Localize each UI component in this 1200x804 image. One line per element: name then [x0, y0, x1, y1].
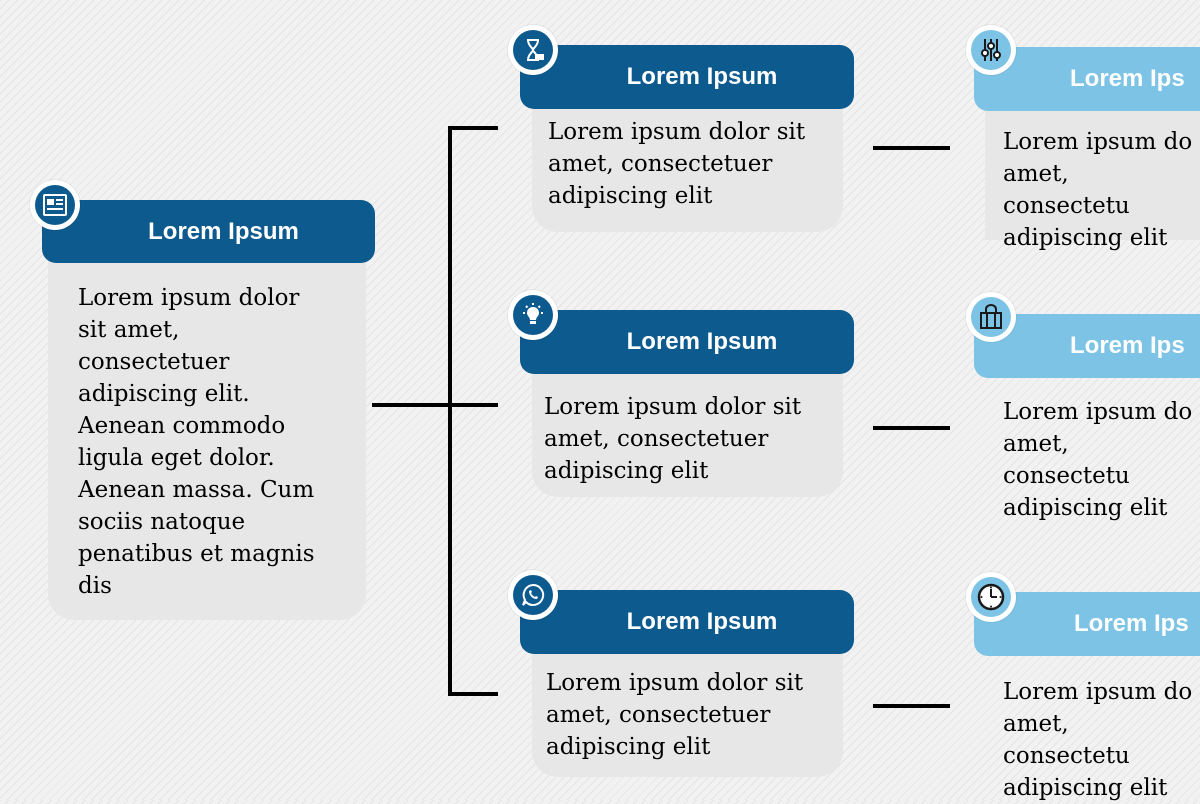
right-card-3-text: Lorem ipsum do amet, consectetu adipisci… — [1003, 679, 1193, 801]
right-card-2-body: Lorem ipsum do amet, consectetu adipisci… — [985, 372, 1200, 521]
middle-card-1-icon-badge — [508, 25, 558, 75]
right-card-1-icon-badge — [966, 25, 1016, 75]
middle-card-2-title: Lorem Ipsum — [626, 328, 778, 355]
middle-card-2-icon-badge — [508, 290, 558, 340]
main-card-header: Lorem Ipsum — [42, 200, 375, 263]
main-card-icon-badge — [30, 180, 80, 230]
main-card-body: Lorem ipsum dolor sit amet, consectetuer… — [48, 240, 366, 620]
middle-card-1-text: Lorem ipsum dolor sit amet, consectetuer… — [548, 119, 806, 209]
sliders-icon — [981, 39, 1001, 61]
right-card-1-body: Lorem ipsum do amet, consectetu adipisci… — [985, 100, 1200, 251]
middle-card-3-header: Lorem Ipsum — [520, 590, 854, 654]
clock-icon — [977, 583, 1005, 611]
right-card-1-text: Lorem ipsum do amet, consectetu adipisci… — [1003, 129, 1193, 251]
right-card-1-title: Lorem Ips — [1070, 65, 1185, 92]
middle-card-2-body: Lorem ipsum dolor sit amet, consectetuer… — [532, 365, 843, 497]
middle-card-3-icon-badge — [508, 570, 558, 620]
hourglass-money-icon — [527, 39, 544, 61]
middle-card-1-title: Lorem Ipsum — [626, 63, 778, 90]
middle-card-3-title: Lorem Ipsum — [626, 608, 778, 635]
right-card-2-title: Lorem Ips — [1070, 332, 1185, 359]
whatsapp-icon — [522, 583, 545, 606]
lightbulb-icon — [523, 303, 543, 324]
right-card-3-icon-badge — [966, 572, 1016, 622]
middle-card-2-text: Lorem ipsum dolor sit amet, consectetuer… — [544, 394, 802, 484]
right-card-2-text: Lorem ipsum do amet, consectetu adipisci… — [1003, 399, 1193, 521]
right-card-3-title: Lorem Ips — [1074, 610, 1189, 637]
newspaper-icon — [43, 194, 67, 216]
shopping-bag-icon — [980, 304, 1002, 329]
main-card-title: Lorem Ipsum — [148, 217, 299, 245]
main-card-text: Lorem ipsum dolor sit amet, consectetuer… — [78, 285, 315, 599]
middle-card-1-header: Lorem Ipsum — [520, 45, 854, 109]
middle-card-3-text: Lorem ipsum dolor sit amet, consectetuer… — [546, 670, 804, 760]
middle-card-3-body: Lorem ipsum dolor sit amet, consectetuer… — [532, 645, 843, 777]
right-card-2-icon-badge — [966, 292, 1016, 342]
middle-card-2-header: Lorem Ipsum — [520, 310, 854, 374]
right-card-3-body: Lorem ipsum do amet, consectetu adipisci… — [985, 652, 1200, 801]
middle-card-1-body: Lorem ipsum dolor sit amet, consectetuer… — [532, 100, 843, 232]
